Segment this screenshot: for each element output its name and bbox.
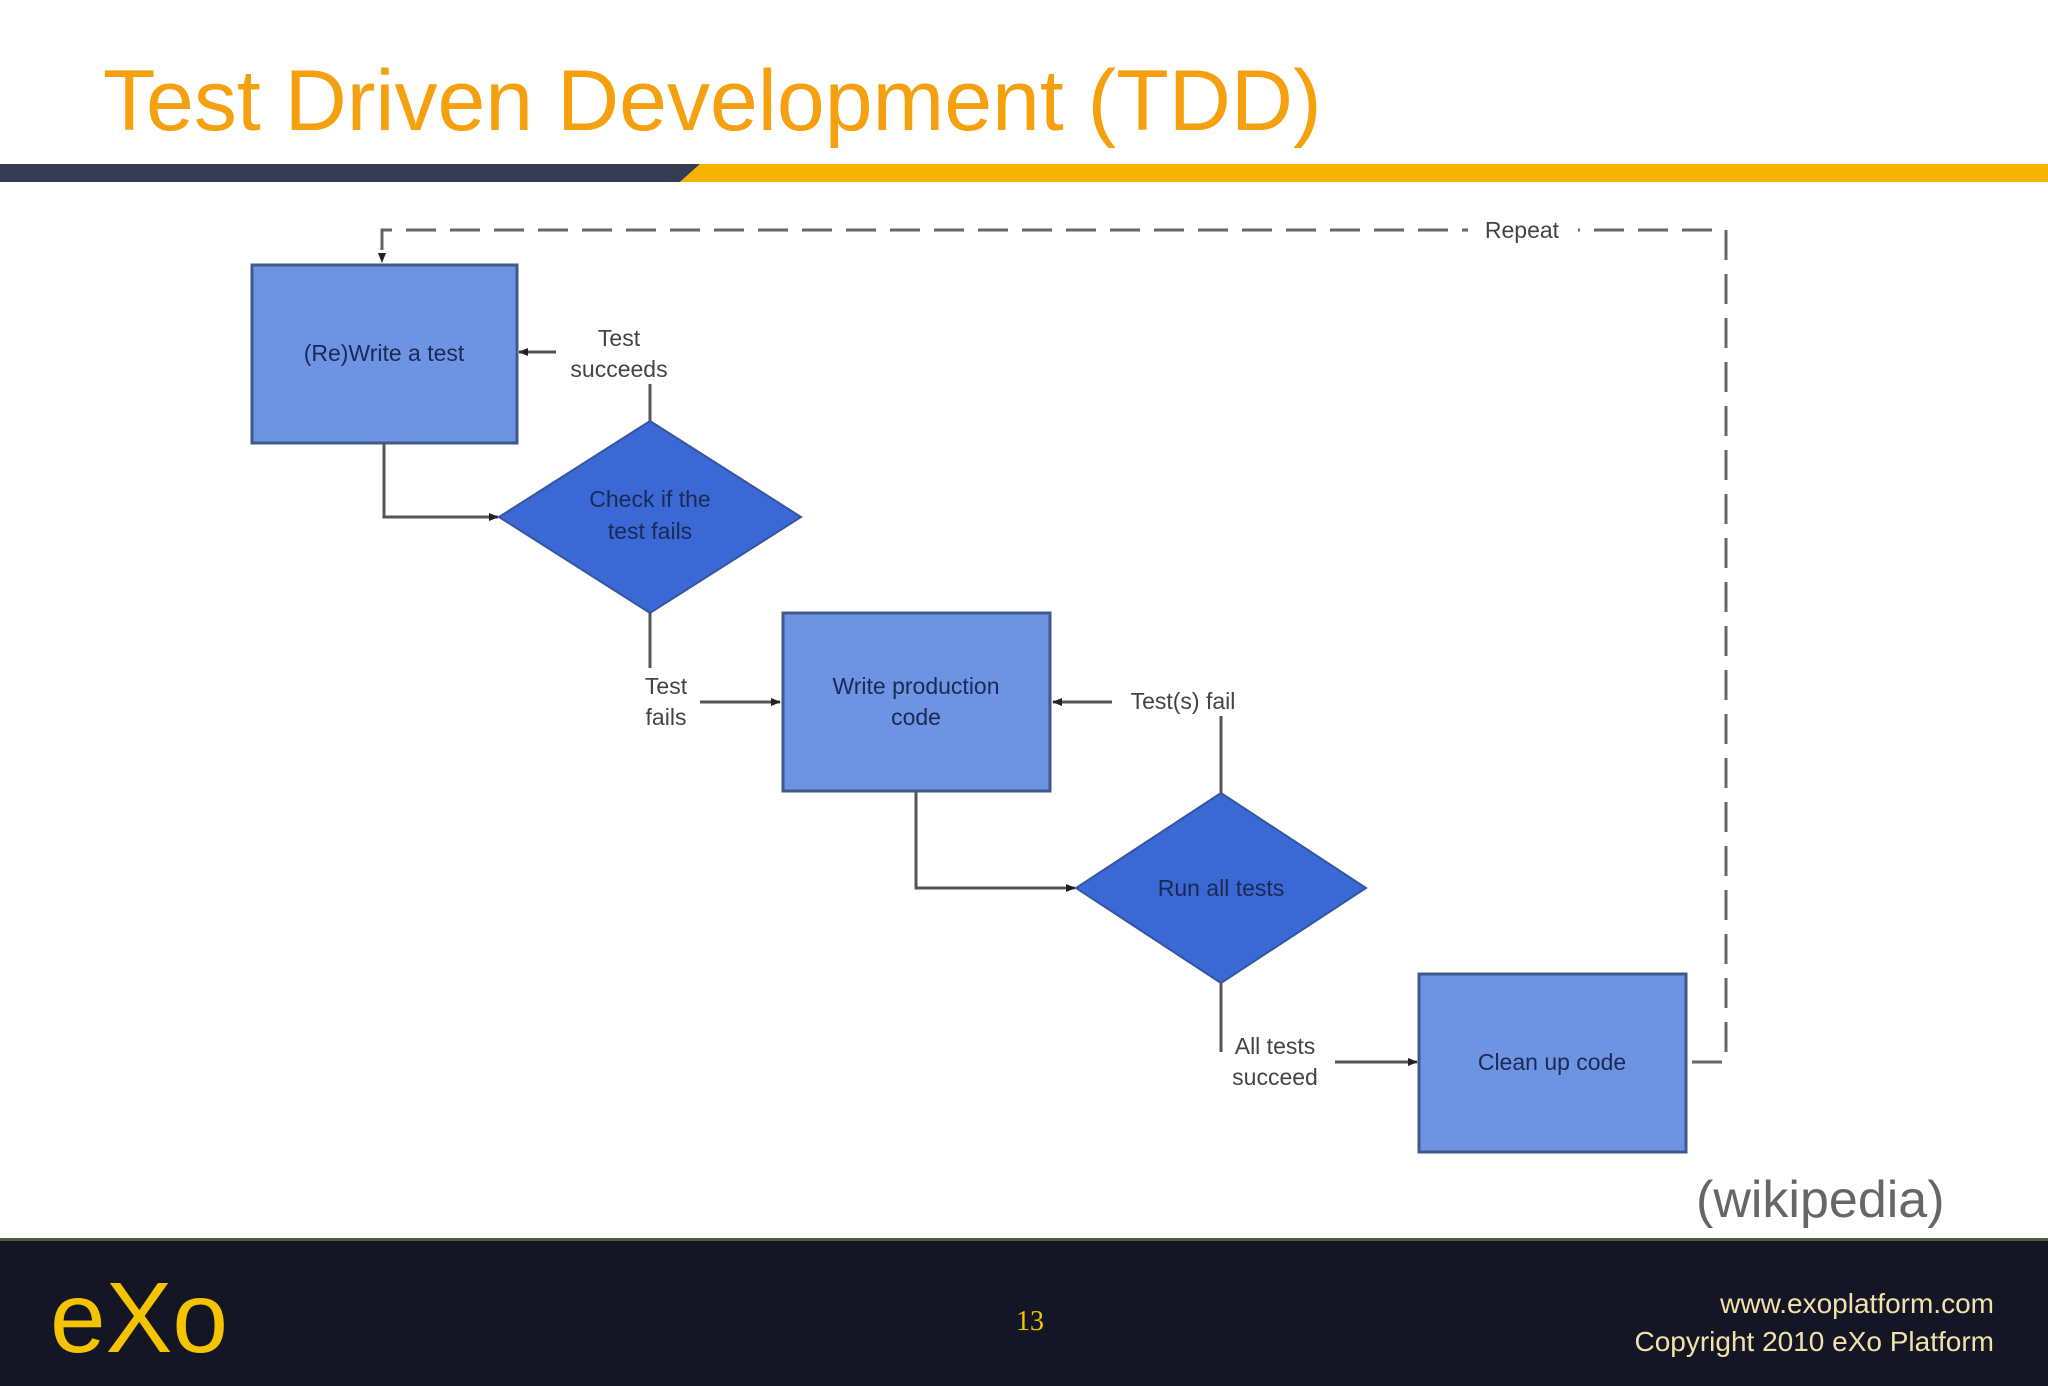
repeat-label: Repeat xyxy=(1485,217,1560,243)
tests-fail-label: Test(s) fail xyxy=(1131,688,1236,714)
check-fails-diamond xyxy=(497,419,803,615)
write-code-label-line1: Write production xyxy=(832,673,999,699)
source-caption: (wikipedia) xyxy=(1696,1171,1945,1229)
all-succeed-label-line2: succeed xyxy=(1232,1064,1318,1090)
run-tests-label: Run all tests xyxy=(1158,875,1285,901)
check-fails-label-line2: test fails xyxy=(608,518,692,544)
connector-code-to-run xyxy=(914,791,1076,892)
all-succeed-label-line1: All tests xyxy=(1235,1033,1316,1059)
svg-text:eXo: eXo xyxy=(50,1270,228,1370)
header-divider xyxy=(0,164,2048,182)
website-link[interactable]: www.exoplatform.com xyxy=(1720,1288,1994,1319)
test-succeeds-label-line1: Test xyxy=(598,325,641,351)
test-fails-label-line2: fails xyxy=(646,704,687,730)
check-fails-label-line1: Check if the xyxy=(589,486,710,512)
copyright-text: Copyright 2010 eXo Platform xyxy=(1634,1326,1994,1357)
test-fails-label-line1: Test xyxy=(645,673,688,699)
write-test-label: (Re)Write a test xyxy=(304,340,465,366)
clean-up-label: Clean up code xyxy=(1478,1049,1626,1075)
test-succeeds-label-line2: succeeds xyxy=(570,356,667,382)
write-code-box xyxy=(781,611,1052,793)
write-code-label-line2: code xyxy=(891,704,941,730)
footer-bar xyxy=(0,1238,2048,1386)
footer-info: www.exoplatform.com Copyright 2010 eXo P… xyxy=(1634,1285,1994,1361)
slide-title: Test Driven Development (TDD) xyxy=(103,53,1322,149)
repeat-loop-connector xyxy=(378,214,1728,1064)
page-number: 13 xyxy=(1016,1306,1044,1337)
connector-test-to-check xyxy=(382,443,499,521)
exo-logo: eXo xyxy=(50,1270,228,1370)
clean-up-box xyxy=(1417,972,1688,1154)
